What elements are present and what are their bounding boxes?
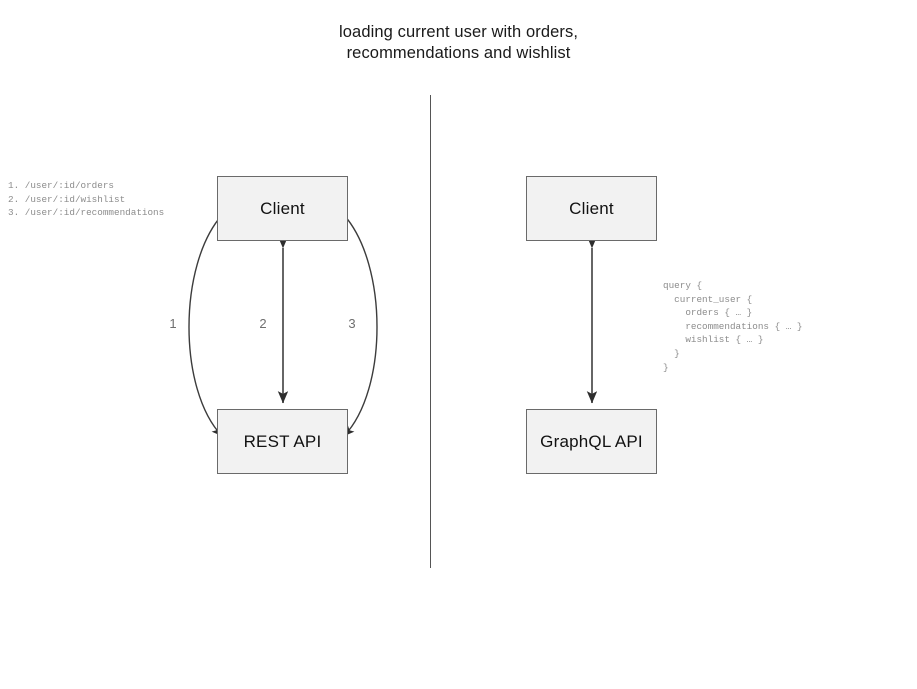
node-client-rest[interactable]: Client bbox=[217, 176, 348, 241]
rest-endpoint-list: 1. /user/:id/orders 2. /user/:id/wishlis… bbox=[8, 180, 165, 219]
vertical-divider bbox=[430, 95, 431, 568]
node-client-graphql[interactable]: Client bbox=[526, 176, 657, 241]
edge-label-3: 3 bbox=[348, 316, 356, 331]
graphql-query-snippet: query { current_user { orders { … } reco… bbox=[663, 280, 803, 373]
edge-label-1: 1 bbox=[169, 316, 177, 331]
node-rest-api[interactable]: REST API bbox=[217, 409, 348, 474]
node-graphql-api[interactable]: GraphQL API bbox=[526, 409, 657, 474]
page-title: loading current user with orders, recomm… bbox=[339, 23, 578, 62]
edge-1-curve bbox=[188, 204, 233, 437]
edge-label-2: 2 bbox=[259, 316, 267, 331]
